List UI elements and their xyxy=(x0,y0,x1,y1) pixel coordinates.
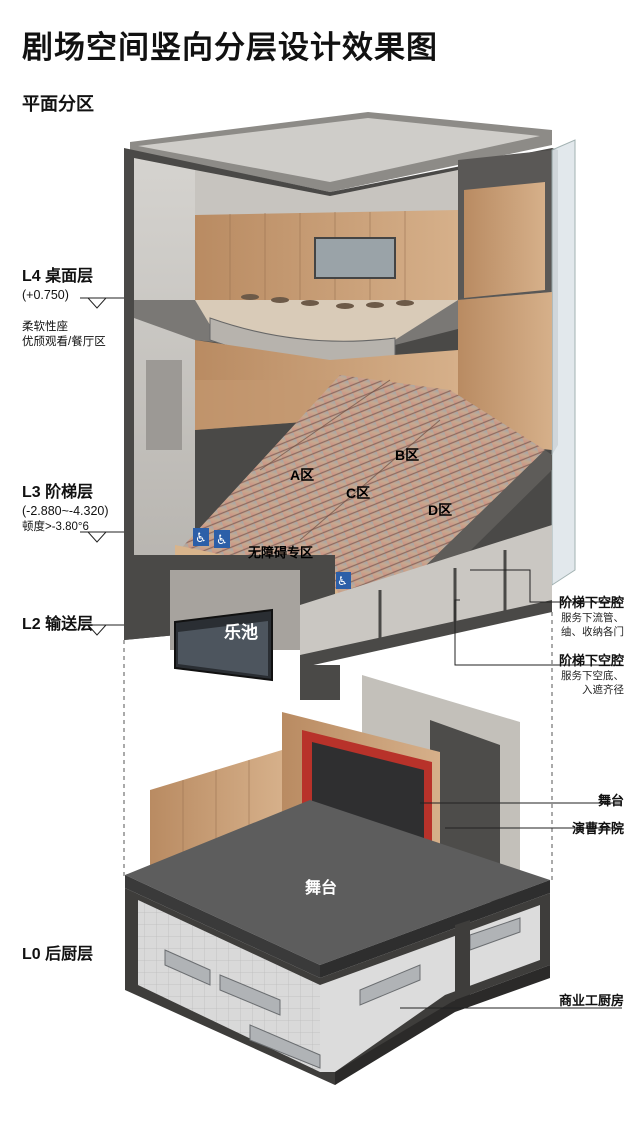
svg-text:♿: ♿ xyxy=(337,574,348,588)
svg-text:♿: ♿ xyxy=(216,532,228,547)
accessible-zone-label: 无障碍专区 xyxy=(247,545,313,560)
stage-label: 舞台 xyxy=(305,878,337,897)
svg-text:♿: ♿ xyxy=(195,530,207,545)
callout-cavity-1-sub-2: 䌷、收纳各门 xyxy=(561,626,624,638)
left-panel xyxy=(146,360,182,450)
callout-cavity-2-sub-1: 服务下空底、 xyxy=(561,670,624,682)
zone-a-label: A区 xyxy=(290,467,314,483)
zone-d-label: D区 xyxy=(428,502,452,518)
callout-cavity-1: 阶梯下空腔 服务下流管、 䌷、收纳各门 xyxy=(559,592,624,639)
callout-backstage: 演曹弃院 xyxy=(572,818,624,837)
level-l0-name: L0 后厨层 xyxy=(22,946,94,963)
kitchen-equipment xyxy=(164,917,521,1069)
level-l4-name: L4 桌面层 xyxy=(22,268,94,285)
callout-stage-title: 舞台 xyxy=(597,793,624,808)
stage-floor xyxy=(125,800,550,965)
glass-facade xyxy=(551,139,576,586)
callout-leaders xyxy=(400,569,622,1009)
callout-cavity-1-title: 阶梯下空腔 xyxy=(558,595,624,610)
level-l3-name: L3 阶梯层 xyxy=(22,484,94,501)
callout-kitchen: 商业工厨房 xyxy=(559,990,624,1009)
callout-cavity-2: 阶梯下空腔 服务下空底、 入遮齐径 xyxy=(559,650,624,697)
wheelchair-icon: ♿ xyxy=(193,528,209,546)
level-l2-name: L2 输送层 xyxy=(22,616,94,633)
callout-cavity-1-sub-1: 服务下流管、 xyxy=(561,612,624,624)
zone-b-label: B区 xyxy=(395,447,419,463)
l4-window xyxy=(314,237,396,279)
wheelchair-icon: ♿ xyxy=(214,530,230,548)
pit-label: 乐池 xyxy=(224,622,258,642)
callout-cavity-2-sub-2: 入遮齐径 xyxy=(582,684,624,696)
level-markers xyxy=(80,297,124,636)
page-subtitle: 平面分区 xyxy=(22,94,94,114)
level-l3: L3 阶梯层 (-2.880~-4.320) 顿度>-3.80°6 xyxy=(22,478,109,535)
callout-stage: 舞台 xyxy=(598,790,624,809)
level-l4: L4 桌面层 (+0.750) 柔软性座 优颀观看/餐厅区 xyxy=(22,262,106,350)
callout-kitchen-title: 商业工厨房 xyxy=(558,993,624,1008)
l4-floor xyxy=(195,300,458,348)
wheelchair-icon: ♿ xyxy=(336,572,351,589)
kitchen-interior-right xyxy=(320,905,540,1072)
service-rooms xyxy=(300,525,552,660)
level-l3-note-1: 顿度>-3.80°6 xyxy=(22,521,89,533)
level-l0: L0 后厨层 xyxy=(22,940,93,964)
roof-top xyxy=(138,118,540,182)
level-l4-note-2: 优颀观看/餐厅区 xyxy=(22,336,106,348)
level-l4-elevation: (+0.750) xyxy=(22,288,69,302)
connector-column xyxy=(300,665,340,700)
right-room-wall xyxy=(464,182,545,298)
dining-tables xyxy=(241,294,414,309)
level-l2: L2 输送层 xyxy=(22,610,93,634)
level-l4-note-1: 柔软性座 xyxy=(22,321,68,333)
callout-backstage-title: 演曹弃院 xyxy=(571,821,624,836)
page-title: 剧场空间竖向分层设计效果图 xyxy=(22,30,438,65)
callout-cavity-2-title: 阶梯下空腔 xyxy=(558,653,624,668)
zone-c-label: C区 xyxy=(346,485,370,501)
level-l3-elevation: (-2.880~-4.320) xyxy=(22,504,109,518)
